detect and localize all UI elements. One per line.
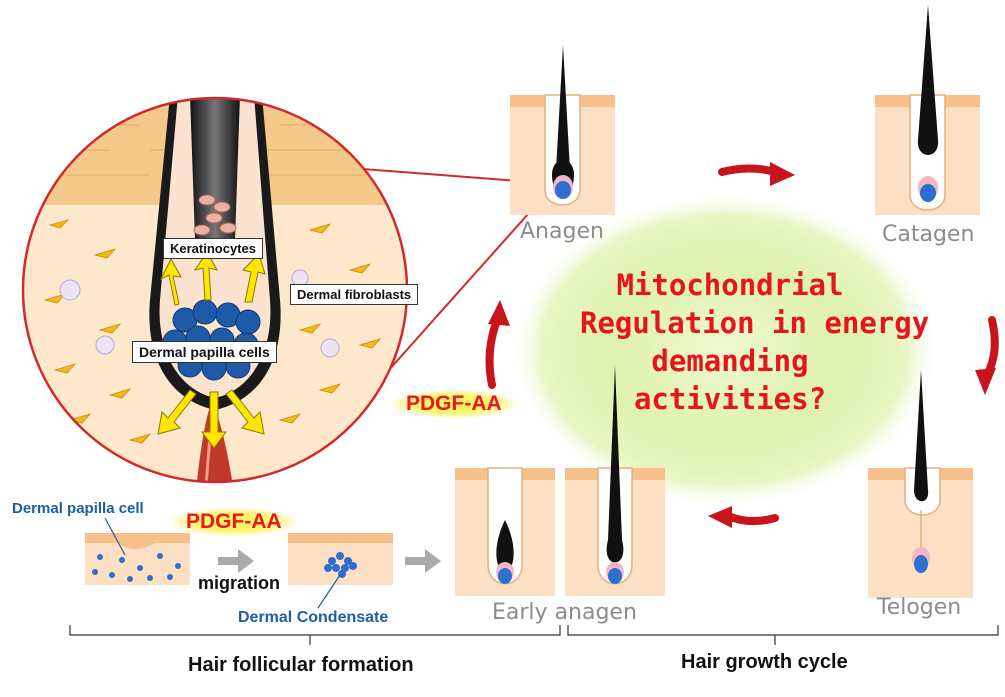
brace-cycle: [567, 625, 999, 645]
stage-label-catagen: Catagen: [882, 222, 975, 247]
central-question-line-1: Mitochondrial: [616, 268, 844, 302]
cycle-arrow-anagen-catagen: [718, 164, 779, 176]
stage-label-early-anagen: Early anagen: [492, 600, 637, 625]
cycle-arrow-telogen-earlyanagen: [724, 512, 779, 525]
pointer-line: [104, 517, 126, 556]
skin-panel-1: [85, 533, 190, 585]
arrowhead: [770, 162, 795, 186]
stage-label-anagen: Anagen: [520, 219, 604, 244]
follicle-early-anagen-1: [455, 467, 555, 596]
arrowhead: [708, 506, 732, 528]
label-migration: migration: [198, 573, 281, 593]
section-title-formation: Hair follicular formation: [188, 654, 414, 676]
brace-formation: [69, 625, 561, 645]
label-dermal-papilla-cell: Dermal papilla cell: [12, 500, 144, 517]
grey-arrow: [218, 549, 254, 573]
follicle-telogen: [868, 370, 973, 598]
skin-panel-2: [288, 533, 393, 585]
stage-label-telogen: Telogen: [877, 595, 962, 620]
arrowhead: [975, 368, 996, 395]
central-question: Mitochondrial Regulation in energy deman…: [580, 266, 930, 418]
label-keratinocytes: Keratinocytes: [163, 238, 263, 259]
label-dermal-condensate: Dermal Condensate: [238, 609, 389, 626]
label-dermal-fibroblasts: Dermal fibroblasts: [290, 284, 419, 305]
pdgf-aa-lower: PDGF-AA: [172, 508, 296, 536]
pdgf-aa-upper: PDGF-AA: [392, 390, 516, 418]
follicle-catagen: [875, 5, 980, 215]
pointer-line: [317, 574, 341, 609]
section-title-cycle: Hair growth cycle: [681, 651, 848, 673]
cycle-arrow-earlyanagen-anagen: [485, 314, 502, 389]
central-question-line-2: Regulation in energy: [580, 306, 930, 340]
arrowhead: [488, 300, 510, 326]
grey-arrow: [405, 549, 441, 573]
central-question-line-3: demanding: [651, 344, 809, 378]
follicle-early-anagen-2: [565, 365, 665, 596]
label-dermal-papilla-cells: Dermal papilla cells: [132, 341, 277, 363]
central-question-line-4: activities?: [633, 382, 827, 416]
follicle-anagen: [510, 45, 615, 215]
